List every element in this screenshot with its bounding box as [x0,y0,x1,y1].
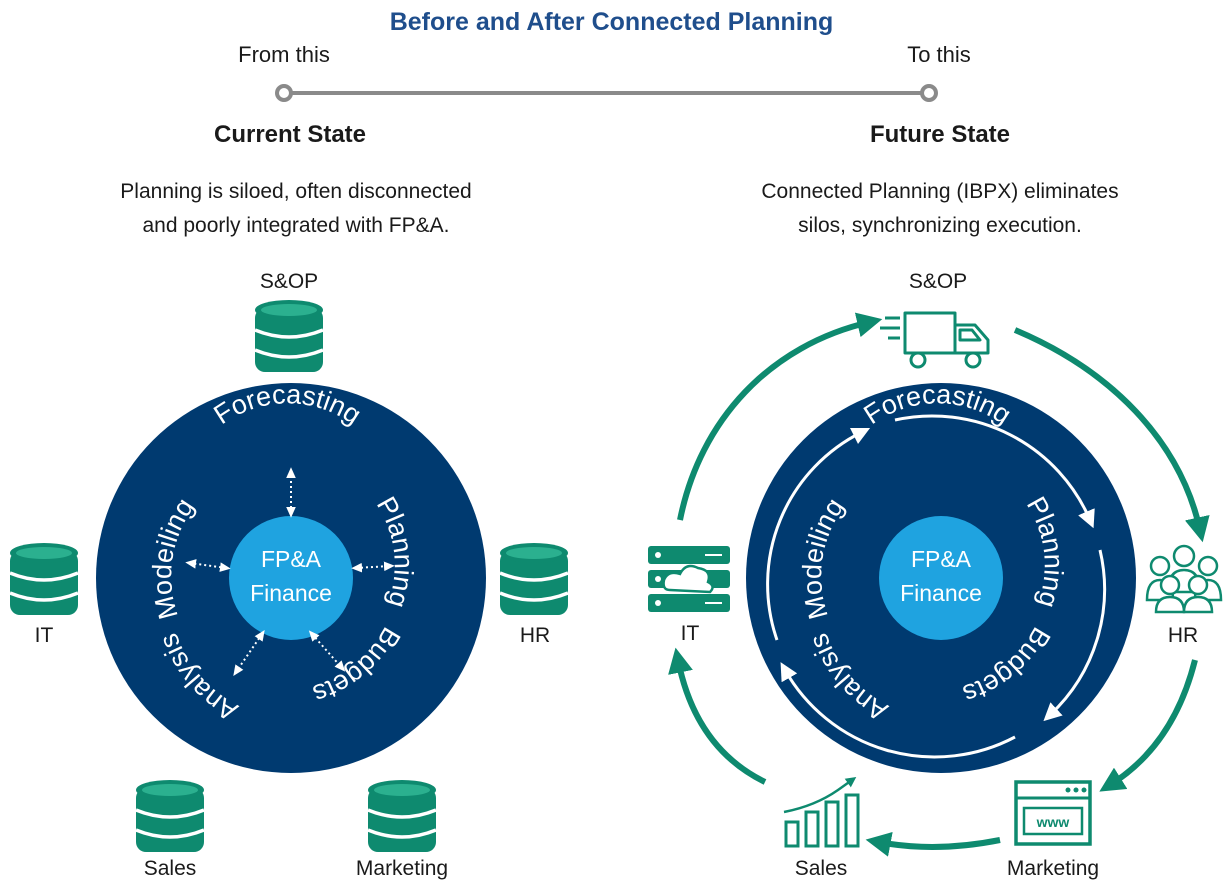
future-description-line1: Connected Planning (IBPX) eliminates [761,180,1119,203]
current-description-line2: and poorly integrated with FP&A. [142,214,450,237]
future-hub-line2: Finance [900,580,982,606]
future-hr-team-icon [1145,544,1223,614]
current-state-heading: Current State [213,121,367,148]
current-hr-database-icon [498,541,570,617]
current-description-line1: Planning is siloed, often disconnected [120,180,472,203]
arrow-marketing-to-sales [865,831,1001,857]
current-node-hr-label: HR [519,624,551,647]
current-node-sop-label: S&OP [259,270,319,293]
future-node-sales-label: Sales [794,857,848,880]
future-outer-cycle-arrows [668,312,1210,857]
future-hub [879,516,1003,640]
inner-arrow-bottom [780,662,1016,759]
future-sales-bar-chart-growth-icon [783,776,860,848]
future-marketing-browser-www-icon: www [1014,780,1092,846]
current-sales-database-icon [134,778,206,854]
current-marketing-database-icon [366,778,438,854]
current-it-database-icon [8,541,80,617]
connector-planning [351,561,395,573]
current-state-description: Planning is siloed, often disconnected a… [56,175,536,243]
inner-arrow-left [766,427,871,641]
current-node-marketing-label: Marketing [355,857,449,880]
current-hub-connectors [185,467,395,676]
future-node-marketing-label: Marketing [1006,857,1100,880]
future-sop-delivery-truck-icon [880,311,990,369]
future-hub-line1: FP&A [911,546,972,572]
current-hub [229,516,353,640]
www-text: www [1036,814,1070,830]
timeline-start-marker [275,84,293,102]
timeline-from-label: From this [238,42,330,67]
arrow-hr-to-marketing [1099,659,1198,792]
future-node-hr-label: HR [1167,624,1199,647]
connector-modeiling [185,559,231,572]
arrow-it-to-sop [677,312,883,521]
inner-arrow-right [1043,549,1107,722]
timeline-end-marker [920,84,938,102]
current-hub-line2: Finance [250,580,332,606]
inner-arrow-top [894,414,1095,529]
future-description-line2: silos, synchronizing execution. [798,214,1082,237]
current-sop-database-icon [253,298,325,374]
future-state-heading: Future State [869,121,1010,148]
arrow-sop-to-hr [1013,327,1210,543]
future-node-sop-label: S&OP [908,270,968,293]
arrow-sales-to-it [668,647,767,785]
current-node-sales-label: Sales [143,857,197,880]
current-node-it-label: IT [34,624,54,647]
current-hub-line1: FP&A [261,546,322,572]
diagram-title: Before and After Connected Planning [389,8,834,36]
future-node-it-label: IT [680,622,700,645]
timeline-to-label: To this [907,42,971,67]
future-it-cloud-server-icon [648,546,730,612]
future-state-description: Connected Planning (IBPX) eliminates sil… [700,175,1180,243]
future-inner-cycle-arrows [766,414,1107,759]
